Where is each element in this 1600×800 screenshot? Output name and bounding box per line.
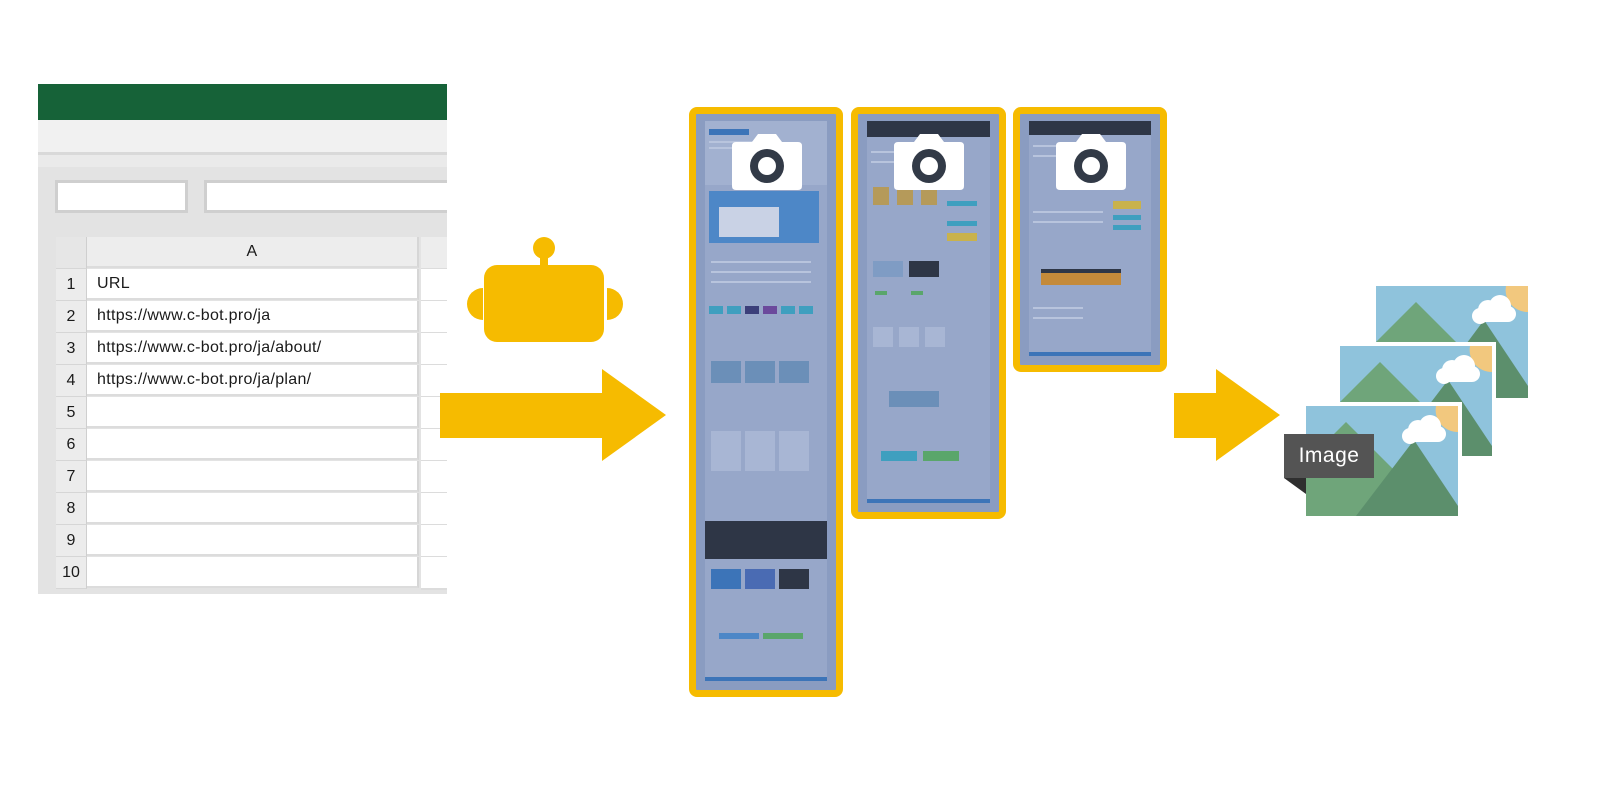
robot-icon [467,237,623,342]
row-number[interactable]: 4 [56,365,87,397]
camera-icon [732,134,802,190]
row-number[interactable]: 3 [56,333,87,365]
arrow-right-icon [440,369,666,461]
camera-icon [894,134,964,190]
table-row: 7 [56,461,447,494]
corner-cell[interactable] [56,237,87,269]
row-number[interactable]: 6 [56,429,87,461]
row-number[interactable]: 2 [56,301,87,333]
cell-b8[interactable] [421,493,447,526]
cell-a10[interactable] [87,557,419,588]
row-number[interactable]: 7 [56,461,87,493]
cell-b2[interactable] [421,301,447,334]
page-capture-3 [1013,107,1167,372]
table-row: 3 https://www.c-bot.pro/ja/about/ [56,333,447,366]
cell-a4[interactable]: https://www.c-bot.pro/ja/plan/ [87,365,419,396]
image-label: Image [1284,434,1374,478]
table-row: 4 https://www.c-bot.pro/ja/plan/ [56,365,447,398]
page-capture-1 [689,107,843,697]
row-number[interactable]: 9 [56,525,87,557]
cell-b10[interactable] [421,557,447,590]
page-capture-2 [851,107,1006,519]
image-label-fold [1284,478,1306,494]
column-header-b[interactable] [421,237,447,270]
name-box[interactable] [55,180,188,213]
arrow-right-icon [1174,369,1280,461]
table-row: 2 https://www.c-bot.pro/ja [56,301,447,334]
spreadsheet-title-bar [38,84,447,120]
cell-b7[interactable] [421,461,447,494]
cell-b9[interactable] [421,525,447,558]
row-number[interactable]: 5 [56,397,87,429]
spreadsheet-ribbon [38,120,447,155]
row-number[interactable]: 1 [56,269,87,301]
cell-a2[interactable]: https://www.c-bot.pro/ja [87,301,419,332]
table-row: 10 [56,557,447,590]
spreadsheet-toolbar [38,155,447,167]
cell-a7[interactable] [87,461,419,492]
page-thumbnail [705,121,827,681]
column-header-a[interactable]: A [87,237,419,268]
cell-a1[interactable]: URL [87,269,419,300]
cell-a5[interactable] [87,397,419,428]
row-number[interactable]: 8 [56,493,87,525]
cell-b1[interactable] [421,269,447,302]
formula-bar[interactable] [204,180,447,213]
table-row: 1 URL [56,269,447,302]
cell-a9[interactable] [87,525,419,556]
cell-a8[interactable] [87,493,419,524]
table-row: 8 [56,493,447,526]
row-number[interactable]: 10 [56,557,87,589]
table-row: 6 [56,429,447,462]
table-row: 9 [56,525,447,558]
column-header-row: A [56,237,447,270]
cell-a3[interactable]: https://www.c-bot.pro/ja/about/ [87,333,419,364]
spreadsheet: A 1 URL 2 https://www.c-bot.pro/ja 3 htt… [38,84,447,594]
cell-b3[interactable] [421,333,447,366]
table-row: 5 [56,397,447,430]
camera-icon [1056,134,1126,190]
cell-a6[interactable] [87,429,419,460]
cell-b4[interactable] [421,365,447,398]
